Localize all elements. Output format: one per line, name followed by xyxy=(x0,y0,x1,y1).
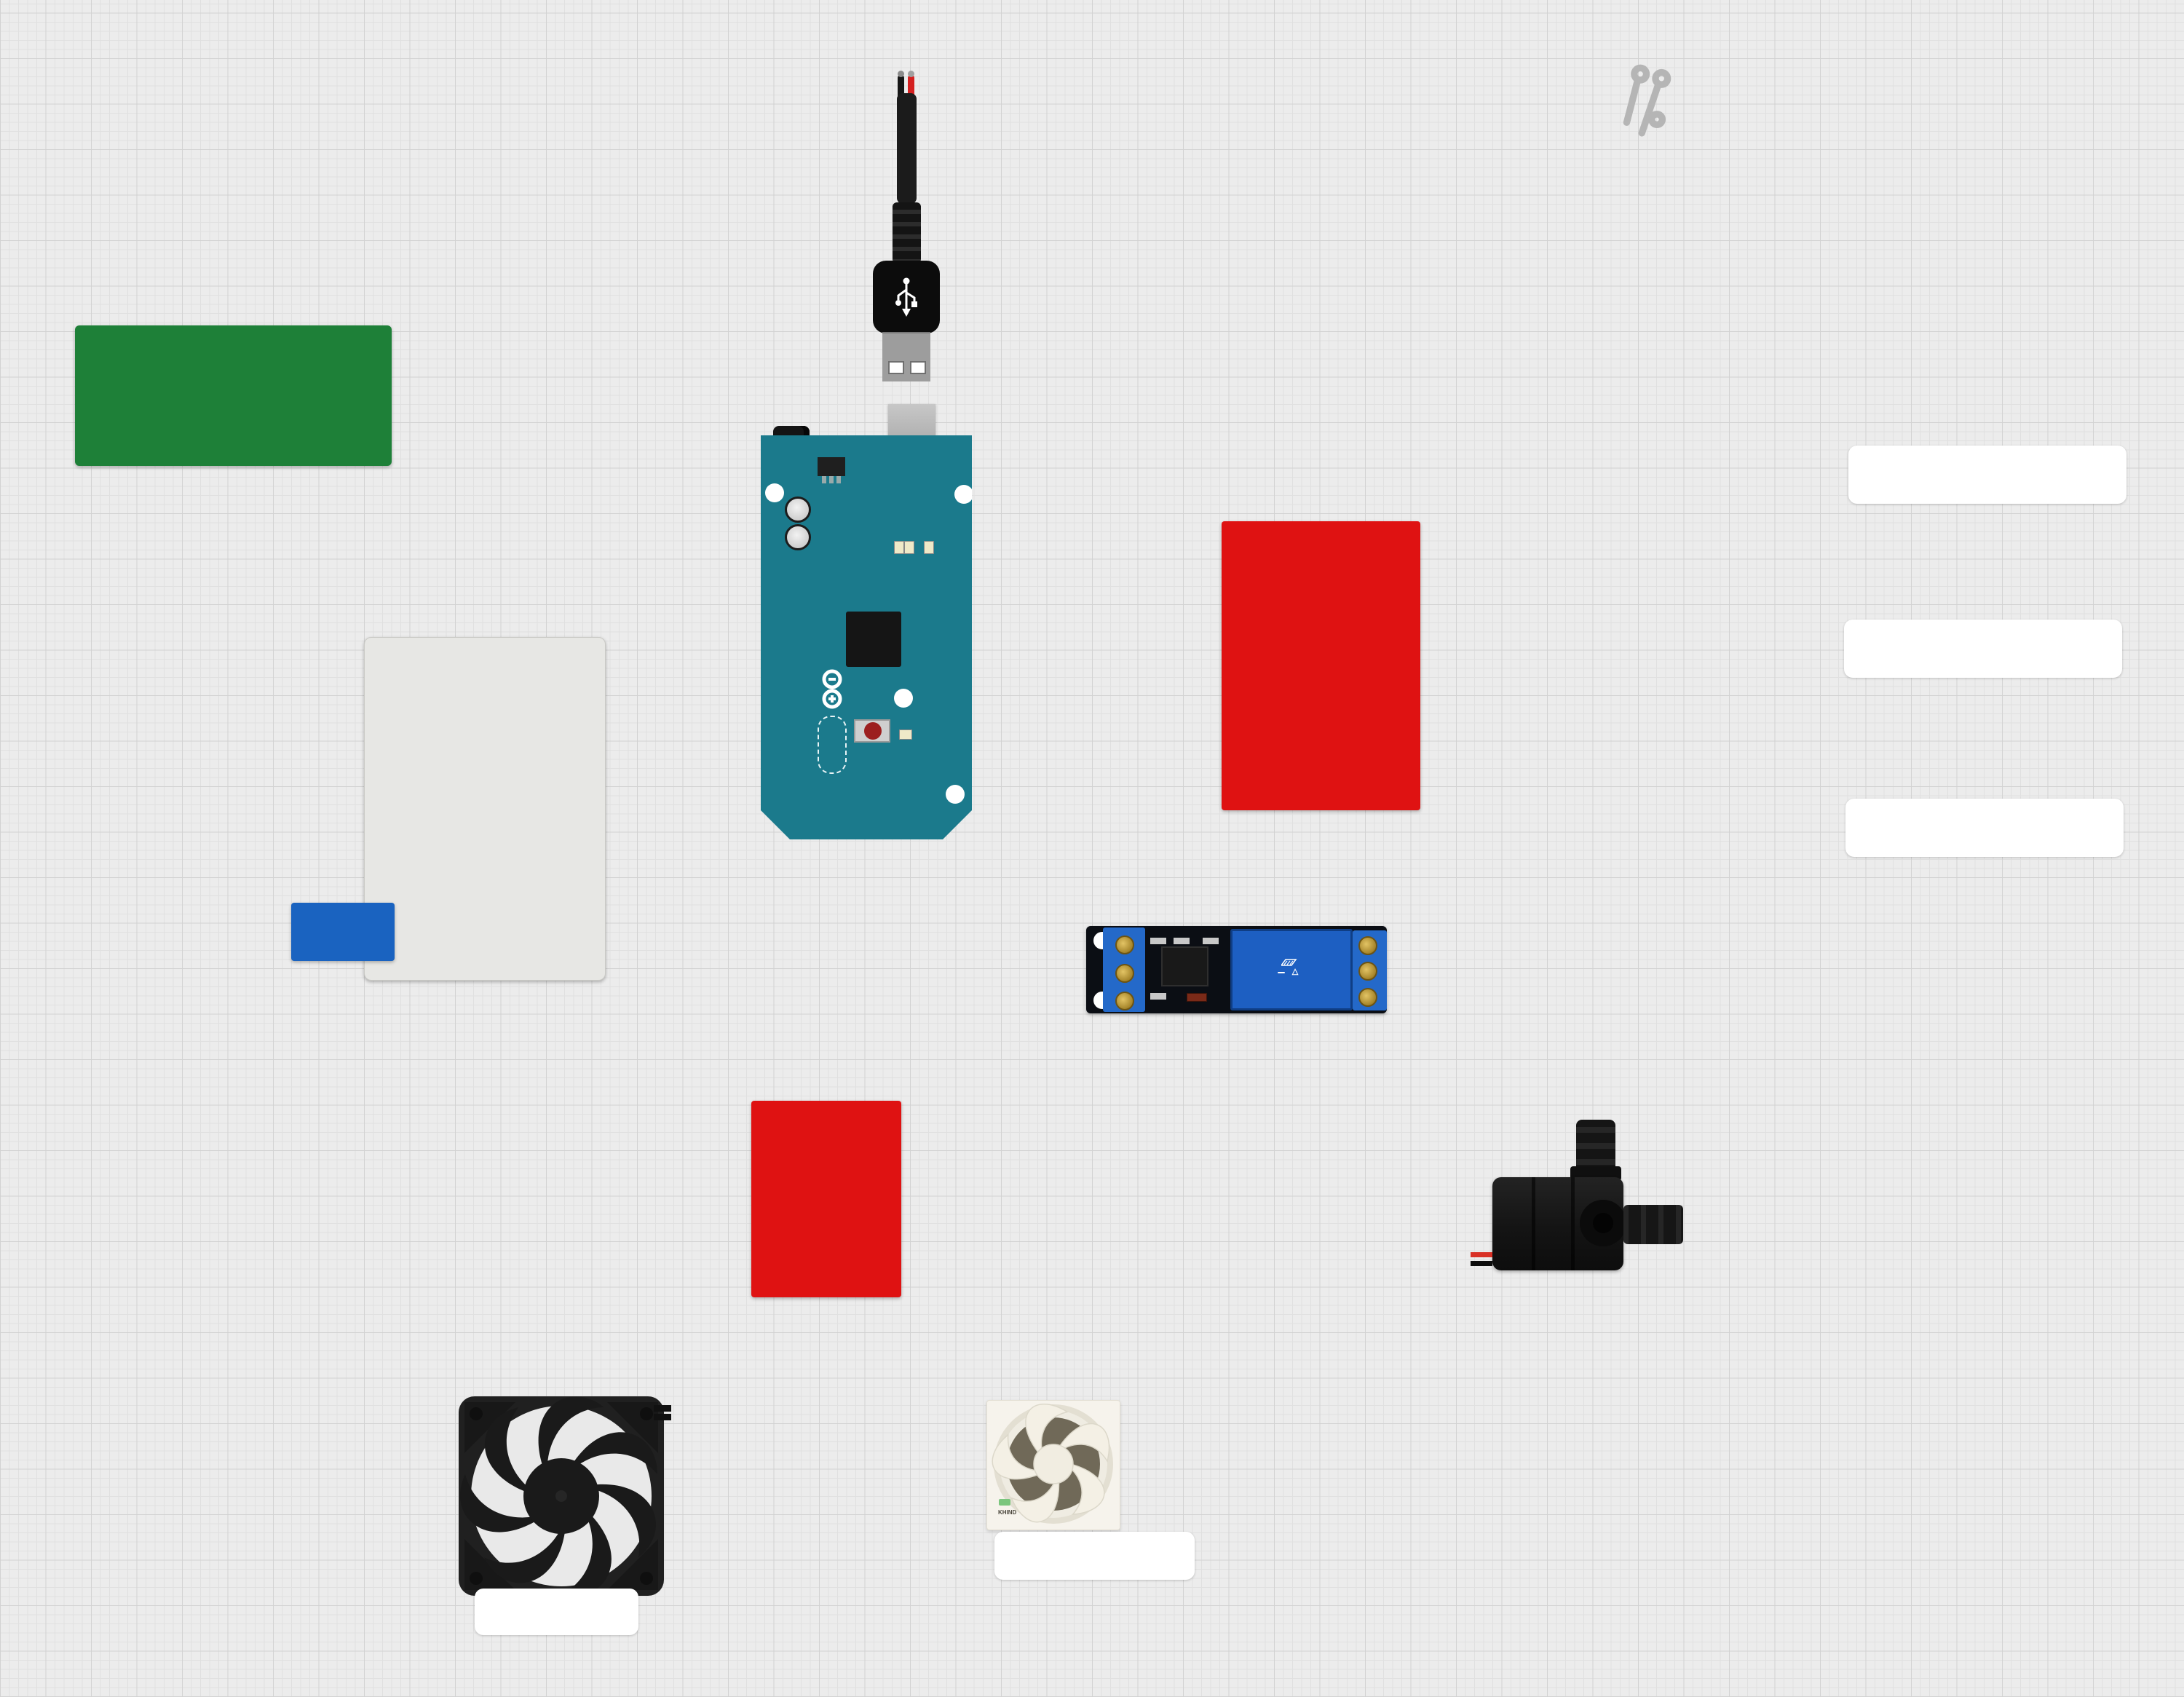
relay1-ic xyxy=(1161,946,1208,986)
usb-trident-icon xyxy=(895,277,917,317)
songle-flag-icon xyxy=(1281,959,1297,967)
intake-fan[interactable] xyxy=(459,1396,664,1596)
relay-module-1ch[interactable]: ▽ xyxy=(1086,926,1387,1013)
water-pump[interactable] xyxy=(1469,1114,1688,1274)
pump-seam xyxy=(1571,1177,1575,1270)
exhaust-fan[interactable]: KHIND xyxy=(986,1400,1120,1530)
pump-end-cap-inner xyxy=(1593,1213,1613,1233)
vreg-leg xyxy=(829,476,834,483)
compressor2-tag[interactable] xyxy=(1844,620,2122,678)
smd-resistor xyxy=(1150,993,1166,1000)
usb-cable-sleeve xyxy=(897,93,917,204)
usb-wire-red xyxy=(908,75,914,98)
terminal-screw[interactable] xyxy=(1358,936,1377,955)
terminal-screw[interactable] xyxy=(1115,964,1134,983)
mounting-hole xyxy=(954,485,973,504)
fan-screw xyxy=(640,1572,653,1585)
cirkit-logo-icon xyxy=(1623,64,1671,137)
pump-seam xyxy=(1532,1177,1535,1270)
intake-fan-wire-stub xyxy=(654,1405,671,1412)
relay1-cert-cqc xyxy=(1277,972,1285,973)
pump-wire-black xyxy=(1471,1261,1492,1266)
usb-wire-black-tip xyxy=(898,71,904,77)
arduino-board xyxy=(761,435,972,839)
capacitor xyxy=(785,524,811,550)
intake-fan-tag[interactable] xyxy=(475,1589,638,1635)
reset-button[interactable] xyxy=(864,722,882,740)
mega-badge xyxy=(818,716,847,774)
terminal-screw[interactable] xyxy=(1115,992,1134,1010)
voltage-regulator xyxy=(818,457,845,476)
relay-module-4ch[interactable] xyxy=(1222,521,1420,810)
khind-sticker xyxy=(999,1499,1010,1506)
compressor1-tag[interactable] xyxy=(1848,446,2126,504)
triangle-mark: ▽ xyxy=(1291,968,1299,977)
diode xyxy=(1187,993,1207,1002)
fan-blades xyxy=(460,1396,657,1596)
rx-led xyxy=(904,541,914,554)
breadboard[interactable] xyxy=(364,637,606,981)
terminal-screw[interactable] xyxy=(1358,988,1377,1007)
arduino-mega[interactable] xyxy=(761,404,972,839)
fan-screw xyxy=(640,1407,653,1420)
usb-wire-black xyxy=(898,75,904,98)
exhaust-fan-graphic: KHIND xyxy=(992,1404,1113,1524)
smd-resistor xyxy=(1203,938,1219,944)
usb-wire-red-tip xyxy=(908,71,914,77)
vreg-leg xyxy=(836,476,841,483)
compressor3-tag[interactable] xyxy=(1845,799,2124,857)
terminal-screw[interactable] xyxy=(1358,962,1377,981)
usb-cable[interactable] xyxy=(870,69,957,466)
terminal-screw[interactable] xyxy=(1115,935,1134,954)
l-led xyxy=(924,541,934,554)
exhaust-fan-tag[interactable] xyxy=(994,1532,1195,1580)
usb-shell-window xyxy=(888,361,904,374)
app-logo xyxy=(1618,60,1717,140)
dht11-sensor[interactable] xyxy=(291,903,395,961)
khind-brand-text: KHIND xyxy=(998,1509,1017,1516)
mounting-hole xyxy=(765,483,784,502)
smd-resistor xyxy=(1174,938,1190,944)
usb-metal-shell xyxy=(882,332,930,381)
fan-screw xyxy=(470,1572,483,1585)
mounting-hole xyxy=(894,689,913,708)
lcd-display[interactable] xyxy=(75,325,392,466)
fan-screw xyxy=(470,1407,483,1420)
mounting-hole xyxy=(946,785,965,804)
usb-strain-relief xyxy=(893,202,921,264)
tx-led xyxy=(894,541,904,554)
intake-fan-wire-stub xyxy=(654,1414,671,1420)
usb-shell-window xyxy=(910,361,926,374)
relay-module-2ch[interactable] xyxy=(751,1101,901,1297)
mcu-chip xyxy=(846,612,901,667)
relay1-relay-cube: ▽ xyxy=(1230,929,1353,1010)
smd-resistor xyxy=(1150,938,1166,944)
capacitor xyxy=(785,497,811,523)
on-led xyxy=(899,729,912,740)
vreg-leg xyxy=(822,476,826,483)
arduino-infinity-logo xyxy=(819,668,845,711)
pump-wire-red xyxy=(1471,1252,1492,1257)
pump-side-barb xyxy=(1623,1205,1683,1244)
